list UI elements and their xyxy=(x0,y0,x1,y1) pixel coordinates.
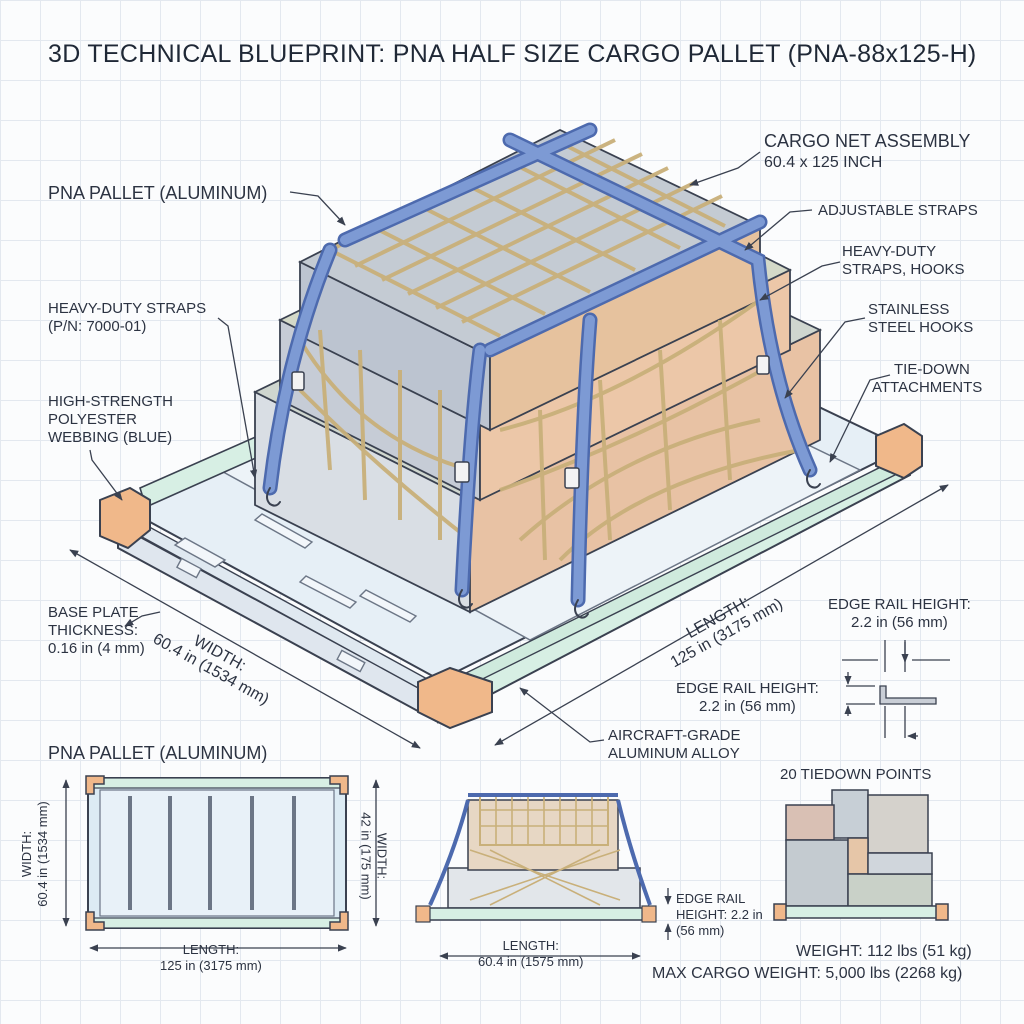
top-view-width-left-line1: WIDTH: xyxy=(18,830,34,878)
callout-stainless-hooks-line1: STAINLESS xyxy=(868,301,950,318)
callout-pallet-aluminum: PNA PALLET (ALUMINUM) xyxy=(48,183,268,203)
callout-heavy-duty-pn-line2: (P/N: 7000-01) xyxy=(48,318,147,335)
top-view-width-right-line1: WIDTH: xyxy=(374,832,390,880)
corner-fitting-left xyxy=(99,486,151,550)
callout-tie-down-line1: TIE-DOWN xyxy=(894,361,970,378)
callout-base-plate-line1: BASE PLATE xyxy=(48,604,139,621)
callout-stainless-hooks-line2: STEEL HOOKS xyxy=(868,319,974,336)
callout-heavy-duty-hooks: HEAVY-DUTY STRAPS, HOOKS xyxy=(842,243,965,279)
callout-heavy-duty-hooks-line1: HEAVY-DUTY xyxy=(842,243,937,260)
callout-edge-rail-2: EDGE RAIL HEIGHT: 2.2 in (56 mm) xyxy=(676,680,819,716)
callout-aluminum-alloy-line2: ALUMINUM ALLOY xyxy=(608,745,740,762)
edge-rail-profile xyxy=(842,640,950,740)
callout-webbing-line3: WEBBING (BLUE) xyxy=(48,429,173,446)
spec-weight: WEIGHT: 112 lbs (51 kg) xyxy=(796,943,972,960)
top-view-length-line2: 125 in (3175 mm) xyxy=(160,958,262,973)
callout-edge-rail-1: EDGE RAIL HEIGHT: 2.2 in (56 mm) xyxy=(828,596,971,632)
callout-webbing-line2: POLYESTER xyxy=(48,411,137,428)
callout-heavy-duty-pn: HEAVY-DUTY STRAPS (P/N: 7000-01) xyxy=(48,300,206,336)
callout-edge-rail-1-line1: EDGE RAIL HEIGHT: xyxy=(828,596,971,613)
side-view-edge-rail-line3: (56 mm) xyxy=(676,923,725,938)
side-view-edge-rail-line2: HEIGHT: 2.2 in xyxy=(676,907,763,922)
callout-tie-down-line2: ATTACHMENTS xyxy=(872,379,983,396)
side-view-length: LENGTH: 60.4 in (1575 mm) xyxy=(478,938,584,970)
top-view-length-line1: LENGTH: xyxy=(182,942,240,957)
end-view xyxy=(773,789,949,921)
corner-fitting-right xyxy=(875,422,923,480)
straps xyxy=(262,122,821,619)
callout-stainless-hooks: STAINLESS STEEL HOOKS xyxy=(868,301,973,337)
callout-webbing: HIGH-STRENGTH POLYESTER WEBBING (BLUE) xyxy=(48,393,173,447)
top-view xyxy=(62,775,380,952)
side-view xyxy=(415,793,672,960)
top-view-heading: PNA PALLET (ALUMINUM) xyxy=(48,743,268,763)
top-view-width-right: WIDTH: 42 in (175 mm) xyxy=(358,812,390,899)
top-view-width-right-line2: 42 in (175 mm) xyxy=(358,812,374,900)
end-view-heading: 20 TIEDOWN POINTS xyxy=(780,766,932,783)
callout-tie-down: TIE-DOWN ATTACHMENTS xyxy=(872,361,982,397)
callout-base-plate-line2: THICKNESS: xyxy=(48,622,139,639)
top-view-length: LENGTH: 125 in (3175 mm) xyxy=(160,942,262,974)
callout-adjustable-straps: ADJUSTABLE STRAPS xyxy=(818,202,978,219)
page-title: 3D TECHNICAL BLUEPRINT: PNA HALF SIZE CA… xyxy=(48,40,977,68)
cargo-stack xyxy=(252,128,823,614)
side-view-length-line1: LENGTH: xyxy=(502,938,559,953)
callout-aluminum-alloy-line1: AIRCRAFT-GRADE xyxy=(608,727,741,744)
callout-heavy-duty-pn-line1: HEAVY-DUTY STRAPS xyxy=(48,300,207,317)
top-view-width-left: WIDTH: 60.4 in (1534 mm) xyxy=(19,801,51,907)
spec-max-cargo: MAX CARGO WEIGHT: 5,000 lbs (2268 kg) xyxy=(652,965,963,982)
side-view-edge-rail: EDGE RAIL HEIGHT: 2.2 in (56 mm) xyxy=(676,891,763,939)
callout-cargo-net-line1: CARGO NET ASSEMBLY xyxy=(764,131,971,151)
callout-cargo-net-line2: 60.4 x 125 INCH xyxy=(764,154,883,171)
callout-heavy-duty-hooks-line2: STRAPS, HOOKS xyxy=(842,261,965,278)
callout-webbing-line1: HIGH-STRENGTH xyxy=(48,393,173,410)
side-view-edge-rail-line1: EDGE RAIL xyxy=(676,891,746,906)
side-view-length-line2: 60.4 in (1575 mm) xyxy=(478,954,584,969)
callout-cargo-net: CARGO NET ASSEMBLY 60.4 x 125 INCH xyxy=(764,130,970,174)
callout-base-plate-line3: 0.16 in (4 mm) xyxy=(48,640,145,657)
callout-base-plate: BASE PLATE THICKNESS: 0.16 in (4 mm) xyxy=(48,604,145,658)
top-view-width-left-line2: 60.4 in (1534 mm) xyxy=(34,801,50,907)
callout-aluminum-alloy: AIRCRAFT-GRADE ALUMINUM ALLOY xyxy=(608,727,741,763)
callout-edge-rail-2-line2: 2.2 in (56 mm) xyxy=(699,698,796,715)
callout-edge-rail-2-line1: EDGE RAIL HEIGHT: xyxy=(676,680,819,697)
callout-edge-rail-1-line2: 2.2 in (56 mm) xyxy=(851,614,948,631)
